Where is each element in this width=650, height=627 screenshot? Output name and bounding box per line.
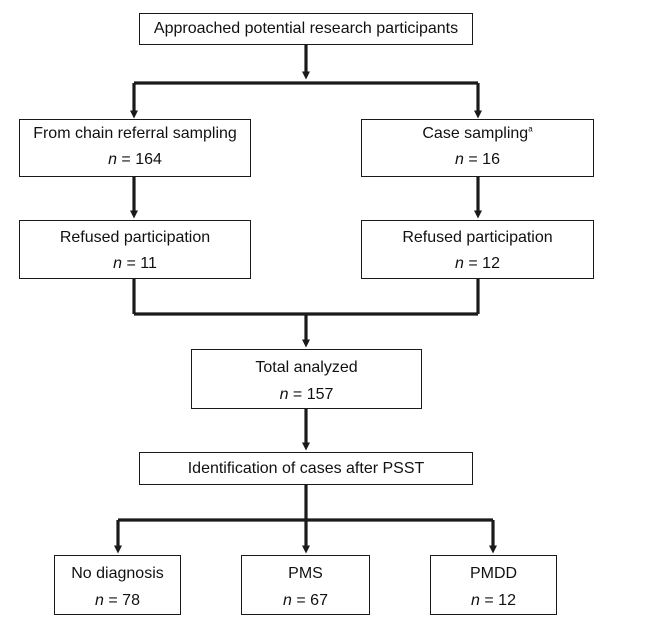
total-analyzed-label: Total analyzed [255, 359, 358, 376]
no-diagnosis-box: No diagnosis n = 78 [54, 555, 181, 615]
case-sampling-count: n = 16 [455, 151, 500, 168]
pmdd-count: n = 12 [471, 592, 516, 609]
pmdd-label: PMDD [469, 565, 518, 582]
chain-referral-count: n = 164 [108, 151, 162, 168]
approached-participants-label: Approached potential research participan… [153, 20, 459, 37]
no-diagnosis-count: n = 78 [95, 592, 140, 609]
identification-box: Identification of cases after PSST [139, 452, 473, 485]
pmdd-box: PMDD n = 12 [430, 555, 557, 615]
chain-referral-label: From chain referral sampling [33, 125, 237, 142]
case-sampling-label: Case samplinga [422, 124, 533, 142]
refused-left-count: n = 11 [113, 255, 157, 272]
refused-right-box: Refused participation n = 12 [361, 220, 594, 279]
refused-left-label: Refused participation [59, 229, 211, 246]
case-sampling-box: Case samplinga n = 16 [361, 119, 594, 177]
refused-right-count: n = 12 [455, 255, 500, 272]
approached-participants-box: Approached potential research participan… [139, 13, 473, 45]
total-analyzed-count: n = 157 [279, 386, 334, 403]
no-diagnosis-label: No diagnosis [71, 565, 164, 582]
pms-count: n = 67 [283, 592, 328, 609]
identification-label: Identification of cases after PSST [187, 459, 425, 477]
pms-box: PMS n = 67 [241, 555, 370, 615]
total-analyzed-box: Total analyzed n = 157 [191, 349, 422, 409]
refused-right-label: Refused participation [402, 229, 553, 246]
pms-label: PMS [288, 565, 323, 582]
chain-referral-box: From chain referral sampling n = 164 [19, 119, 251, 177]
footnote-marker: a [528, 124, 533, 134]
refused-left-box: Refused participation n = 11 [19, 220, 251, 279]
